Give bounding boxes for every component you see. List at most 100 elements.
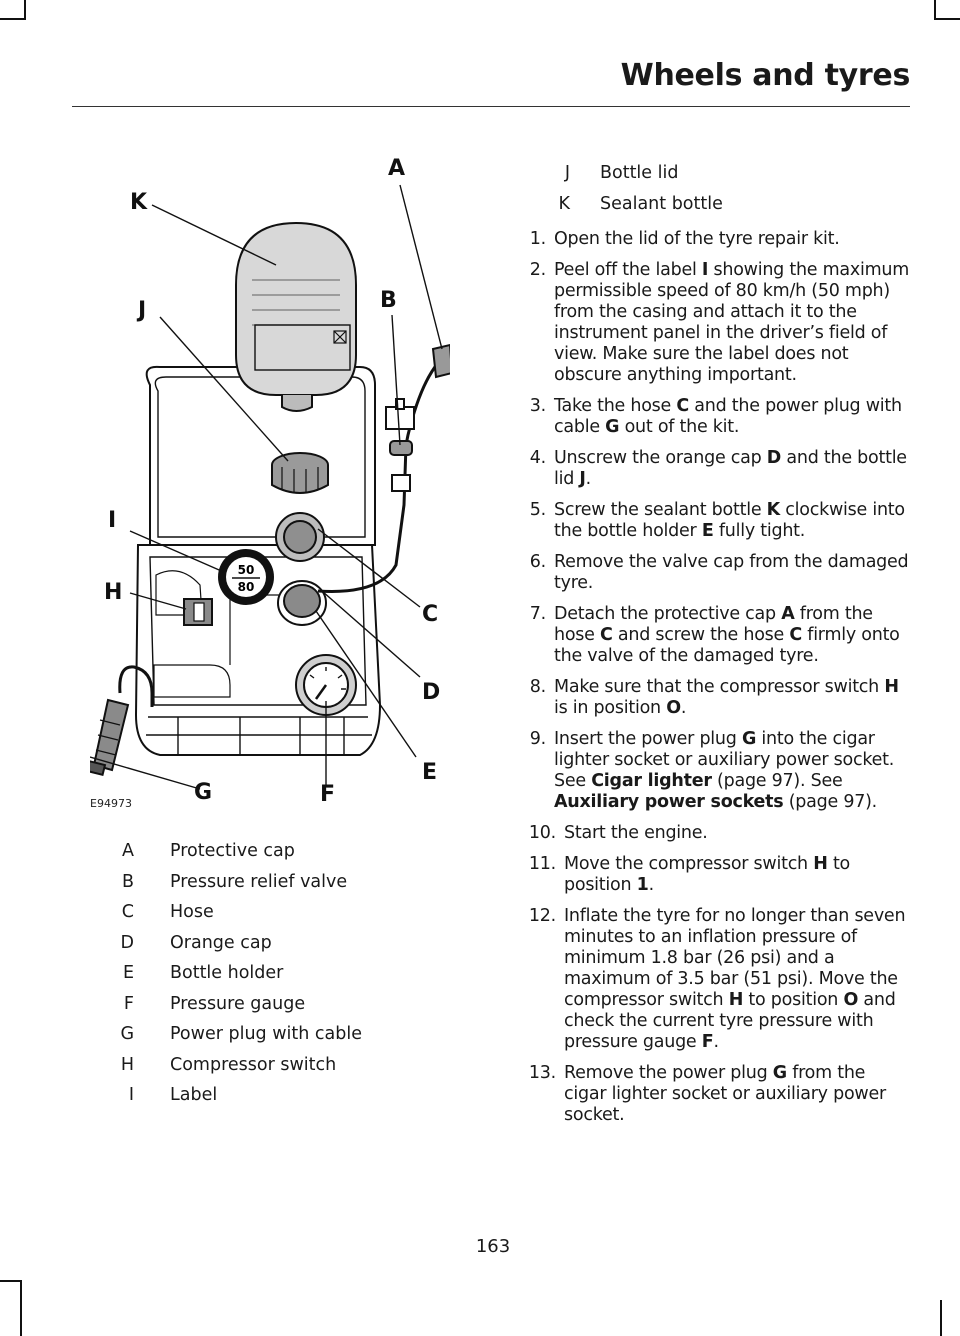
step-bold-ref: C — [789, 625, 802, 645]
step-bold-ref: E — [701, 521, 714, 541]
legend-key: F — [123, 993, 134, 1014]
step-text-run: . — [713, 1032, 719, 1052]
tyre-repair-kit-figure: 50 80 — [90, 145, 450, 815]
tyre-repair-kit-illustration: 50 80 — [90, 156, 450, 807]
pressure-gauge-graphic — [295, 654, 357, 716]
legend-key: E — [122, 963, 134, 984]
step-bold-ref: A — [781, 604, 795, 624]
step-text-run: Remove the power plug — [564, 1063, 773, 1083]
page-number: 163 — [475, 1236, 511, 1257]
pressure-relief-valve — [385, 398, 415, 492]
legend-text: Pressure gauge — [170, 993, 306, 1014]
step-number: 3. — [529, 396, 546, 416]
step-text-run: . — [585, 469, 592, 489]
step-text: Remove the power plug G from the cigar l… — [564, 1063, 910, 1126]
step-number: 11. — [528, 854, 556, 874]
instruction-steps: 1. Open the lid of the tyre repair kit. 2.… — [500, 229, 910, 1136]
legend-text: Label — [170, 1085, 218, 1106]
step-text-run: Inflate the tyre for no longer than seve… — [564, 906, 906, 1010]
crop-mark — [934, 0, 936, 20]
step-text-run: and check the current tyre pressure with… — [564, 990, 896, 1052]
legend-text: Protective cap — [170, 841, 295, 862]
bottle-holder — [277, 580, 327, 626]
power-plug-cable — [90, 665, 154, 776]
crop-mark — [0, 18, 26, 20]
step-bold-ref: H — [728, 990, 744, 1010]
step-number: 13. — [528, 1063, 556, 1083]
callout-A: A — [388, 156, 405, 181]
step-text: Inflate the tyre for no longer than seve… — [564, 906, 910, 1053]
callout-C: C — [422, 602, 438, 627]
step-number: 4. — [529, 448, 546, 468]
figure-id: E94973 — [90, 797, 132, 810]
step-text-run: and the power plug with cable — [554, 396, 902, 437]
step-text: Take the hose C and the power plug with … — [554, 396, 910, 438]
crop-mark — [934, 18, 960, 20]
step-text-run: Move the compressor switch — [564, 854, 814, 874]
step-text-run: . — [680, 698, 687, 718]
step-text-run: fully tight. — [713, 521, 806, 541]
legend-item: A Protective cap — [100, 836, 460, 867]
step-number: 8. — [529, 677, 546, 697]
step-text-run: and the bottle lid — [554, 448, 907, 489]
legend-text: Pressure relief valve — [170, 871, 348, 892]
compressor-switch-graphic — [183, 598, 213, 626]
legend-key: B — [121, 871, 134, 892]
callout-I: I — [108, 508, 116, 533]
instruction-step: 9.Insert the power plug G into the cigar… — [500, 729, 910, 813]
step-number: 5. — [529, 500, 546, 520]
step-number: 9. — [529, 729, 546, 749]
legend-key: I — [128, 1085, 134, 1106]
legend-item: F Pressure gauge — [100, 989, 460, 1020]
step-number: 12. — [528, 906, 556, 926]
step-bold-ref: J — [579, 469, 586, 489]
step-bold-ref: G — [772, 1063, 787, 1083]
legend-key: A — [122, 841, 134, 862]
step-number: 1. — [529, 229, 546, 249]
page-title: Wheels and tyres — [620, 58, 911, 93]
crop-mark — [24, 0, 26, 20]
step-text-run: to position — [743, 990, 844, 1010]
instruction-step: 4. Unscrew the orange cap D and the bottl… — [500, 448, 910, 490]
step-text-run: Start the engine. — [564, 823, 708, 843]
step-text-run: Screw the sealant bottle — [554, 500, 767, 520]
instruction-step: 8. Make sure that the compressor switch H… — [500, 677, 910, 719]
legend-key: J — [564, 163, 570, 184]
step-number: 7. — [529, 604, 546, 624]
step-bold-ref: C — [600, 625, 613, 645]
step-text: Make sure that the compressor switch H i… — [554, 677, 910, 719]
legend-text: Bottle holder — [170, 963, 284, 984]
legend-key: C — [121, 902, 134, 923]
step-text-run: into the cigar lighter socket or auxilia… — [554, 729, 895, 791]
step-bold-ref: O — [843, 990, 859, 1010]
callout-J: J — [136, 298, 146, 323]
step-text-run: clockwise into the bottle holder — [554, 500, 905, 541]
legend-key: D — [120, 932, 134, 953]
legend-key: H — [120, 1054, 134, 1075]
step-text-run: (page 97). See — [711, 771, 843, 791]
step-text-run: Peel off the label — [554, 260, 702, 280]
callout-E: E — [422, 760, 437, 785]
callout-leaders — [90, 184, 443, 790]
orange-cap — [275, 512, 325, 562]
step-text-run: Detach the protective cap — [554, 604, 782, 624]
legend-text: Bottle lid — [600, 163, 679, 184]
step-text: Peel off the label I showing the maximum… — [554, 260, 910, 386]
step-bold-ref: F — [701, 1032, 714, 1052]
step-bold-ref: Cigar lighter — [591, 771, 712, 791]
instruction-step: 2. Peel off the label I showing the maxim… — [500, 260, 910, 386]
legend-text: Power plug with cable — [170, 1024, 362, 1045]
step-text: Open the lid of the tyre repair kit. — [554, 229, 910, 250]
step-text-run: and screw the hose — [612, 625, 790, 645]
instruction-step: 10.Start the engine. — [500, 823, 910, 844]
step-text: Unscrew the orange cap D and the bottle … — [554, 448, 910, 490]
step-bold-ref: D — [766, 448, 782, 468]
step-number: 2. — [529, 260, 546, 280]
step-text-run: Insert the power plug — [554, 729, 742, 749]
crop-mark — [0, 1280, 22, 1282]
legend-text: Hose — [170, 902, 214, 923]
callout-F: F — [320, 782, 335, 807]
instruction-step: 3. Take the hose C and the power plug wit… — [500, 396, 910, 438]
